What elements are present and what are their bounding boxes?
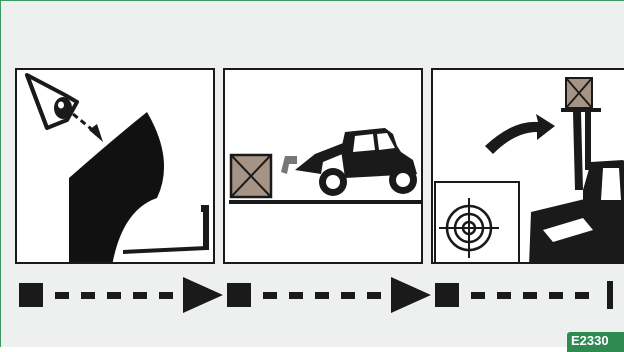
step-marker-1: [19, 283, 43, 307]
panel-pickup-load: [223, 68, 423, 264]
telehandler-icon: [281, 128, 417, 196]
panel-raise-load: [431, 68, 624, 264]
eye-icon: [27, 75, 77, 128]
figure-code-badge: E2330: [567, 332, 624, 352]
target-icon: [435, 182, 519, 264]
sight-arrow-icon: [73, 114, 103, 142]
flow-arrow-1: [183, 277, 223, 313]
blind-spot-sector-icon: [69, 112, 164, 264]
curved-arrow-icon: [485, 114, 555, 154]
step-marker-3: [435, 283, 459, 307]
lifted-crate-icon: [561, 78, 601, 112]
load-crate-icon: [231, 155, 271, 197]
sequence-flow-line: [1, 271, 624, 321]
fork-icon: [123, 205, 209, 254]
panel-look-blind-spot: [15, 68, 215, 264]
step-marker-2: [227, 283, 251, 307]
flow-arrow-2: [391, 277, 431, 313]
